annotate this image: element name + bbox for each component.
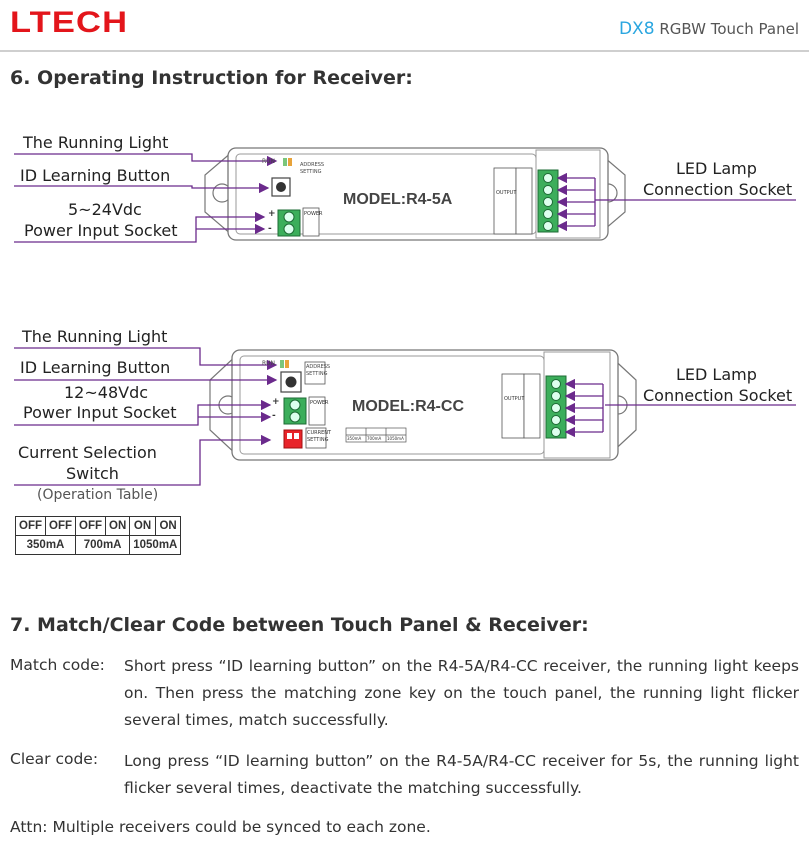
match-code-text: Short press “ID learning button” on the … bbox=[124, 657, 799, 729]
receiver-r4-5a bbox=[204, 147, 626, 241]
addr-label-2: ADDRESS SETTING bbox=[306, 364, 331, 377]
switch-state: ON bbox=[129, 516, 156, 536]
attn-note: Attn: Multiple receivers could be synced… bbox=[10, 818, 431, 836]
label-id-button-1: ID Learning Button bbox=[20, 166, 171, 185]
mini-current-700: 700mA bbox=[367, 436, 382, 441]
current-value: 1050mA bbox=[129, 535, 182, 555]
brand-logo: LTECH bbox=[10, 6, 129, 39]
label-power-socket-2: Power Input Socket bbox=[23, 403, 177, 422]
mini-current-350: 350mA bbox=[347, 436, 362, 441]
output-label-1: OUTPUT bbox=[496, 190, 517, 196]
plus-2: + bbox=[272, 397, 280, 407]
label-power-socket-1: Power Input Socket bbox=[24, 221, 178, 240]
current-value: 700mA bbox=[74, 535, 131, 555]
model-r4-cc: MODEL:R4-CC bbox=[352, 398, 464, 415]
operation-table: OFF OFF OFF ON ON ON 350mA 700mA 1050mA bbox=[15, 516, 182, 555]
label-led-lamp-1: LED Lamp bbox=[676, 159, 757, 178]
label-connection-socket-1: Connection Socket bbox=[643, 180, 793, 199]
clear-code-text: Long press “ID learning button” on the R… bbox=[124, 752, 799, 797]
mini-current-1050: 1050mA bbox=[387, 436, 404, 441]
model-r4-5a: MODEL:R4-5A bbox=[343, 191, 453, 208]
power-label-1: POWER bbox=[304, 211, 323, 217]
current-label-2: CURRENT SETTING bbox=[307, 430, 332, 443]
product-name: RGBW Touch Panel bbox=[659, 20, 799, 38]
label-voltage-1: 5~24Vdc bbox=[68, 200, 142, 219]
label-connection-socket-2: Connection Socket bbox=[643, 386, 793, 405]
minus-2: - bbox=[272, 411, 276, 421]
label-running-light-2: The Running Light bbox=[22, 327, 168, 346]
label-id-button-2: ID Learning Button bbox=[20, 358, 171, 377]
section6-title: 6. Operating Instruction for Receiver: bbox=[10, 67, 413, 89]
label-operation-table: (Operation Table) bbox=[37, 487, 159, 503]
current-row: 350mA 700mA 1050mA bbox=[15, 535, 182, 555]
label-led-lamp-2: LED Lamp bbox=[676, 365, 757, 384]
header-product: DX8 RGBW Touch Panel bbox=[619, 19, 799, 39]
switch-state-row: OFF OFF OFF ON ON ON bbox=[15, 516, 182, 536]
run-label-2: RUN bbox=[262, 360, 276, 367]
plus-1: + bbox=[268, 209, 276, 219]
label-running-light-1: The Running Light bbox=[23, 133, 169, 152]
switch-state: OFF bbox=[45, 516, 76, 536]
switch-state: OFF bbox=[75, 516, 106, 536]
clear-code-label: Clear code: bbox=[10, 750, 99, 768]
product-model: DX8 bbox=[618, 19, 655, 39]
output-label-2: OUTPUT bbox=[504, 396, 525, 402]
header-divider bbox=[0, 50, 809, 52]
switch-state: ON bbox=[154, 516, 182, 536]
current-value: 350mA bbox=[15, 535, 76, 555]
label-voltage-2: 12~48Vdc bbox=[64, 383, 149, 402]
label-switch: Switch bbox=[66, 464, 119, 483]
power-label-2: POWER bbox=[310, 400, 329, 406]
mini-current-table: 350mA 700mA 1050mA bbox=[347, 436, 407, 441]
callouts-r4-5a bbox=[14, 153, 796, 243]
minus-1: - bbox=[268, 224, 272, 234]
receiver-diagrams bbox=[14, 147, 796, 486]
section7-title: 7. Match/Clear Code between Touch Panel … bbox=[10, 614, 589, 636]
switch-state: OFF bbox=[15, 516, 46, 536]
run-label-1: RUN bbox=[262, 158, 276, 165]
addr-label-1: ADDRESS SETTING bbox=[300, 162, 325, 175]
label-current-selection: Current Selection bbox=[18, 443, 157, 462]
callouts-r4-cc bbox=[14, 347, 796, 486]
match-code-label: Match code: bbox=[10, 656, 105, 674]
switch-state: ON bbox=[104, 516, 131, 536]
